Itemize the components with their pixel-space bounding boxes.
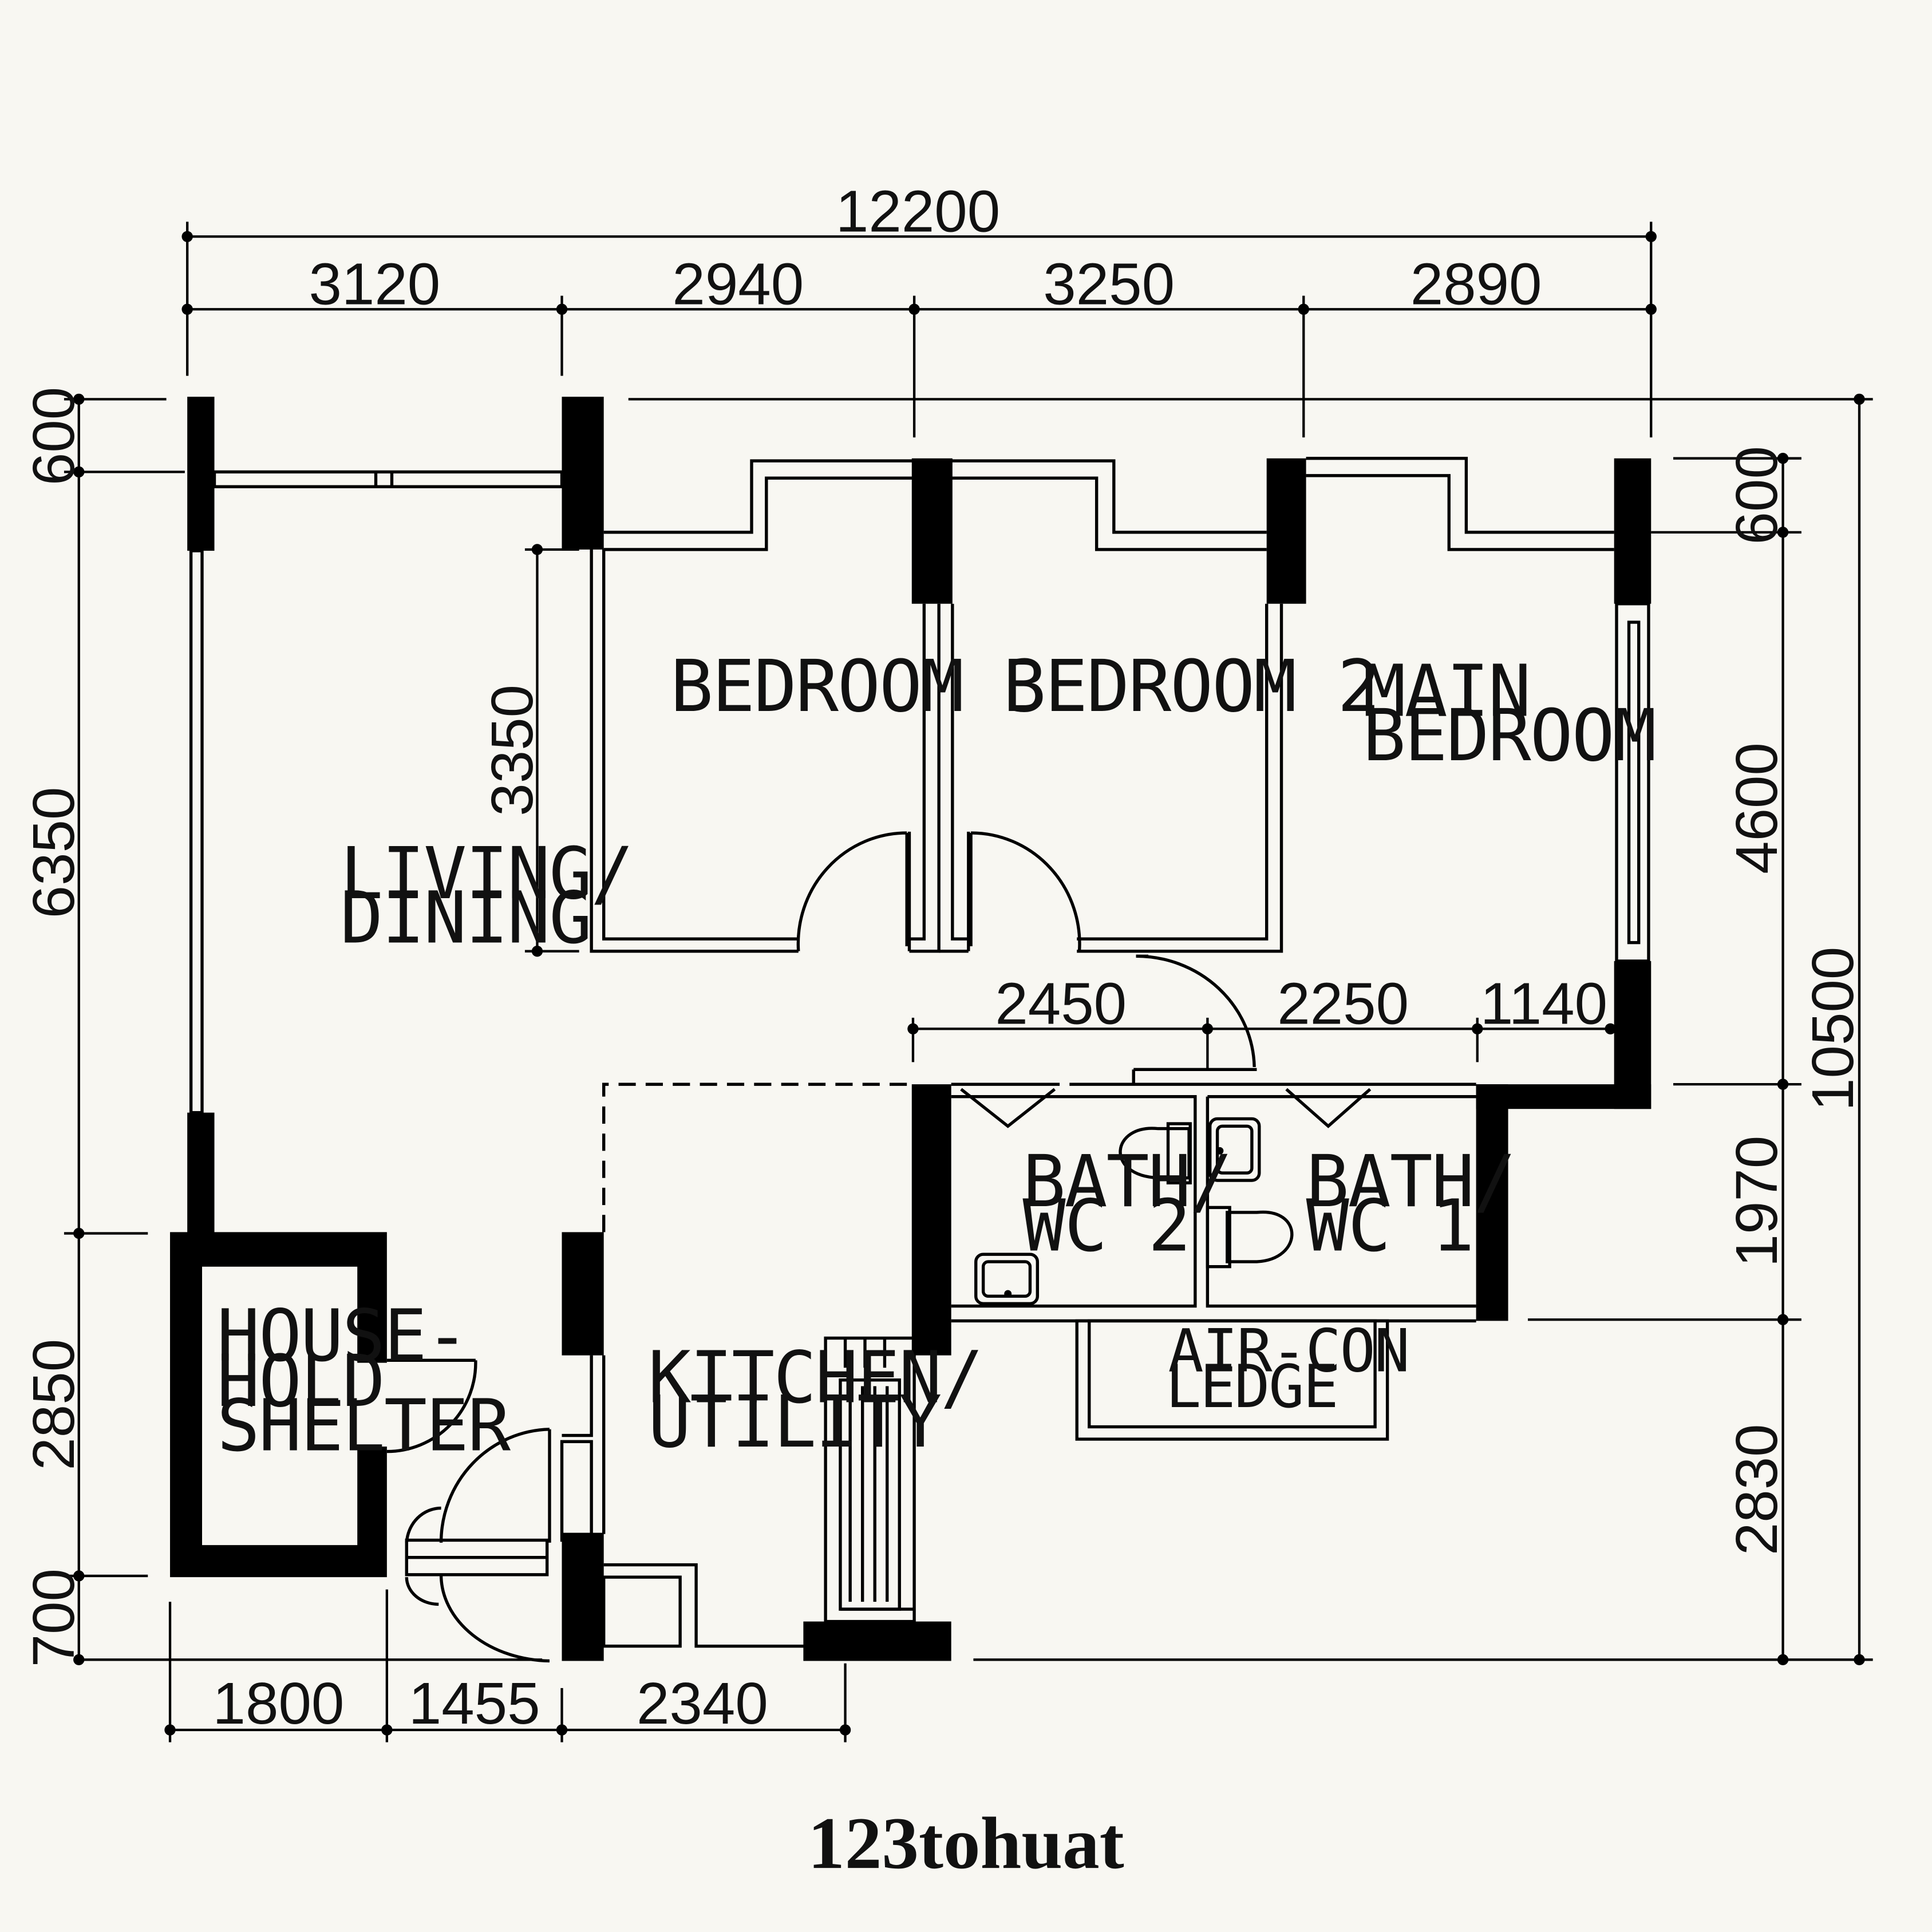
dim-bottom-2: 1455 xyxy=(409,1670,540,1736)
dim-top-3: 3250 xyxy=(1043,251,1175,317)
doors xyxy=(386,831,1372,1663)
dimension-labels: 12200 3120 2940 3250 2890 600 6350 2850 … xyxy=(20,178,1866,1737)
dim-left-1: 600 xyxy=(20,387,86,485)
toilet-icon xyxy=(1119,1127,1191,1180)
room-label-shelter-line3: SHELTER xyxy=(217,1384,511,1467)
dim-right-3: 1970 xyxy=(1723,1136,1789,1267)
interior-walls xyxy=(405,549,1476,1648)
room-label-bath1-line1: BATH/ xyxy=(1306,1140,1515,1223)
watermark: 123tohuat xyxy=(808,1802,1124,1884)
dim-middle-2: 2250 xyxy=(1277,970,1409,1037)
room-label-bath2-line1: BATH/ xyxy=(1023,1140,1232,1223)
basin-icon xyxy=(974,1253,1040,1305)
room-label-main-bedroom-line1: MAIN xyxy=(1363,650,1530,733)
structural-walls xyxy=(170,397,1652,1661)
room-label-bath1-line2: WC 1 xyxy=(1306,1185,1473,1268)
room-label-kitchen-line1: KITCHEN/ xyxy=(648,1336,982,1419)
dim-right-1: 600 xyxy=(1723,446,1789,544)
room-label-aircon-line2: LEDGE xyxy=(1165,1353,1337,1421)
dim-right-2: 4600 xyxy=(1723,742,1789,874)
room-label-living-dining-line2: DINING xyxy=(340,877,591,960)
bath-fixtures xyxy=(974,1117,1294,1305)
room-label-bedroom-2: BEDROOM 2 xyxy=(1003,645,1379,728)
dim-top-1: 3120 xyxy=(309,251,440,317)
dim-top-2: 2940 xyxy=(672,251,804,317)
dim-left-2: 6350 xyxy=(20,787,86,919)
room-label-living-dining-line1: LIVING/ xyxy=(340,832,633,915)
dim-bedroom3-depth: 3350 xyxy=(479,685,545,816)
room-label-shelter-line2: HOLD xyxy=(217,1340,384,1423)
room-label-shelter-line1: HOUSE- xyxy=(217,1294,468,1377)
dim-left-3: 2850 xyxy=(20,1339,86,1471)
dimension-ticks xyxy=(73,231,1865,1736)
dim-top-total: 12200 xyxy=(836,178,1000,244)
dimension-lines xyxy=(64,222,1873,1743)
room-label-kitchen-line2: UTILITY xyxy=(648,1381,941,1464)
toilet-icon xyxy=(1226,1210,1294,1263)
room-label-bath2-line2: WC 2 xyxy=(1023,1185,1190,1268)
dim-bottom-3: 2340 xyxy=(637,1670,768,1736)
room-label-bedroom-3: BEDROOM 3 xyxy=(670,645,1046,728)
dim-top-4: 2890 xyxy=(1411,251,1542,317)
dim-right-outer: 10500 xyxy=(1799,947,1866,1111)
dim-middle-1: 2450 xyxy=(995,970,1127,1037)
dim-middle-3: 1140 xyxy=(1480,970,1607,1037)
dim-right-4: 2830 xyxy=(1723,1424,1789,1555)
room-labels: BEDROOM 3 BEDROOM 2 MAIN BEDROOM LIVING/… xyxy=(217,645,1657,1467)
dim-left-4: 700 xyxy=(20,1568,86,1667)
room-label-main-bedroom-line2: BEDROOM xyxy=(1363,694,1656,777)
kitchen-opening xyxy=(602,1082,915,1232)
room-label-aircon-line1: AIR-CON xyxy=(1168,1317,1408,1386)
dim-bottom-1: 1800 xyxy=(213,1670,345,1736)
basin-icon xyxy=(1208,1117,1261,1182)
